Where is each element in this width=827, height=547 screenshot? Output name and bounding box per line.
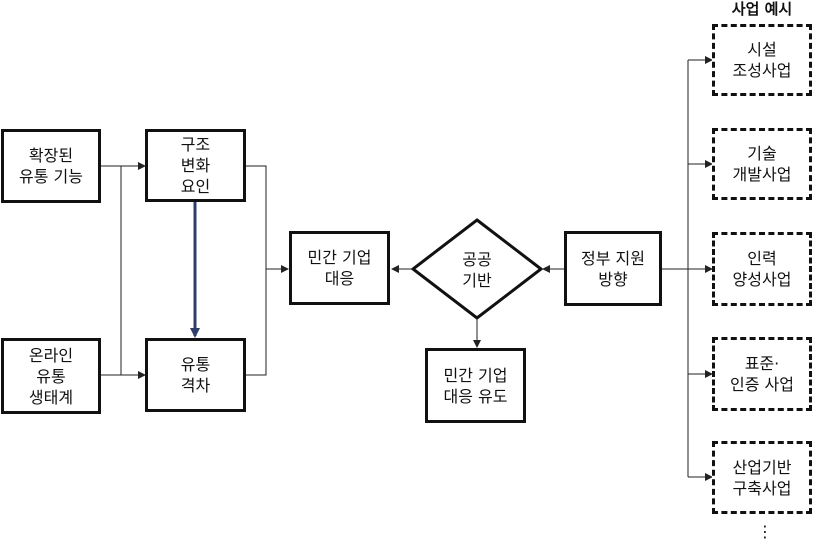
private-response-label: 민간 기업 대응 bbox=[307, 248, 372, 288]
example-label-5: 산업기반 구축사업 bbox=[732, 457, 792, 498]
public-base-label: 공공 기반 bbox=[462, 250, 492, 290]
private-response-box: 민간 기업 대응 bbox=[289, 231, 390, 305]
ellipsis-marker: ⋮ bbox=[757, 522, 773, 541]
gov-support-box: 정부 지원 방향 bbox=[564, 231, 662, 306]
expanded-function-label: 확장된 유통 기능 bbox=[19, 146, 83, 186]
public-base-diamond-text: 공공 기반 bbox=[413, 220, 541, 320]
expanded-function-box: 확장된 유통 기능 bbox=[1, 129, 101, 203]
online-ecosystem-box: 온라인 유통 생태계 bbox=[1, 338, 101, 414]
example-box-3: 인력 양성사업 bbox=[712, 232, 812, 306]
induce-private-box: 민간 기업 대응 유도 bbox=[425, 348, 526, 423]
example-box-2: 기술 개발사업 bbox=[712, 128, 812, 200]
distribution-gap-box: 유통 격차 bbox=[145, 338, 246, 412]
connector-middle-to-private bbox=[246, 165, 267, 376]
distribution-gap-label: 유통 격차 bbox=[180, 355, 211, 395]
structural-factors-label: 구조 변화 요인 bbox=[180, 135, 211, 196]
example-label-4: 표준· 인증 사업 bbox=[730, 354, 794, 394]
example-label-1: 시설 조성사업 bbox=[732, 40, 792, 80]
structural-factors-box: 구조 변화 요인 bbox=[145, 129, 246, 202]
example-box-1: 시설 조성사업 bbox=[712, 24, 812, 96]
online-ecosystem-label: 온라인 유통 생태계 bbox=[28, 345, 74, 407]
example-box-4: 표준· 인증 사업 bbox=[712, 337, 812, 411]
example-box-5: 산업기반 구축사업 bbox=[712, 441, 812, 514]
gov-support-label: 정부 지원 방향 bbox=[581, 248, 645, 289]
example-label-2: 기술 개발사업 bbox=[732, 144, 792, 184]
examples-header: 사업 예시 bbox=[731, 0, 793, 18]
induce-private-label: 민간 기업 대응 유도 bbox=[443, 365, 508, 406]
example-label-3: 인력 양성사업 bbox=[732, 249, 792, 289]
